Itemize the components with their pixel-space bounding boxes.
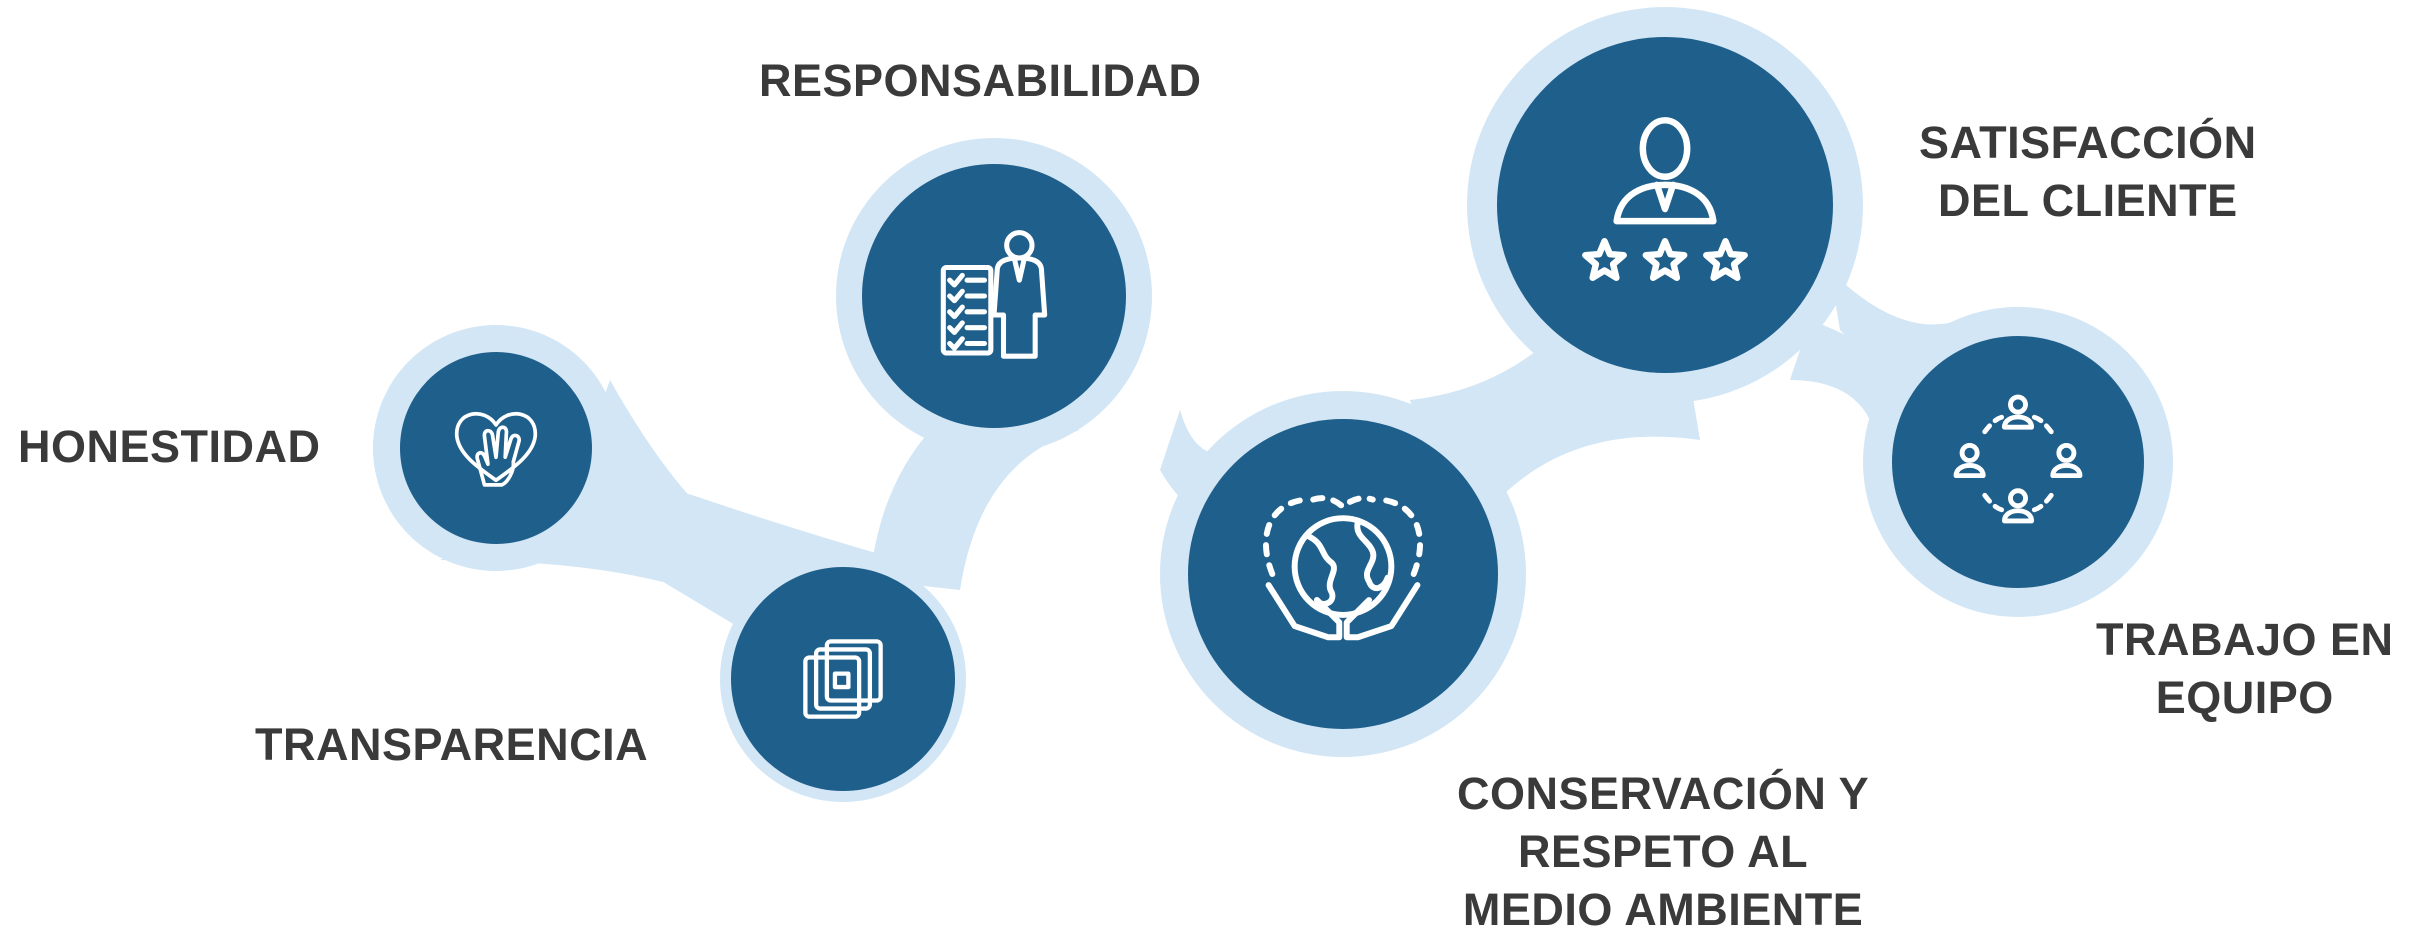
label-responsabilidad: RESPONSABILIDAD	[759, 52, 1202, 110]
node-circle-trabajo	[1892, 336, 2144, 588]
label-line: CONSERVACIÓN Y	[1457, 768, 1870, 819]
node-transparencia	[731, 567, 955, 791]
node-conservacion	[1188, 419, 1498, 729]
label-trabajo: TRABAJO EN EQUIPO	[2096, 611, 2394, 727]
label-line: EQUIPO	[2155, 672, 2334, 723]
label-line: MEDIO AMBIENTE	[1462, 884, 1864, 935]
label-line: TRANSPARENCIA	[255, 719, 649, 770]
layered-squares-icon	[803, 639, 883, 719]
label-line: RESPETO AL	[1518, 826, 1809, 877]
node-circle-transparencia	[731, 567, 955, 791]
label-line: DEL CLIENTE	[1937, 175, 2238, 226]
node-circle-conservacion	[1188, 419, 1498, 729]
label-line: RESPONSABILIDAD	[759, 55, 1202, 106]
node-trabajo	[1892, 336, 2144, 588]
label-honestidad: HONESTIDAD	[18, 418, 321, 476]
label-satisfaccion: SATISFACCIÓN DEL CLIENTE	[1919, 114, 2257, 230]
person-stars-icon	[1582, 117, 1748, 281]
globe-hands-icon	[1262, 495, 1424, 641]
node-honestidad	[400, 352, 592, 544]
label-conservacion: CONSERVACIÓN Y RESPETO AL MEDIO AMBIENTE	[1457, 765, 1869, 939]
team-circle-icon	[1953, 394, 2083, 524]
label-transparencia: TRANSPARENCIA	[255, 716, 648, 774]
label-line: SATISFACCIÓN	[1919, 117, 2257, 168]
node-responsabilidad	[862, 164, 1126, 428]
heart-hand-icon	[454, 411, 538, 487]
person-checklist-icon	[940, 230, 1048, 359]
label-line: HONESTIDAD	[18, 421, 321, 472]
label-line: TRABAJO EN	[2096, 614, 2394, 665]
node-satisfaccion	[1497, 37, 1833, 373]
